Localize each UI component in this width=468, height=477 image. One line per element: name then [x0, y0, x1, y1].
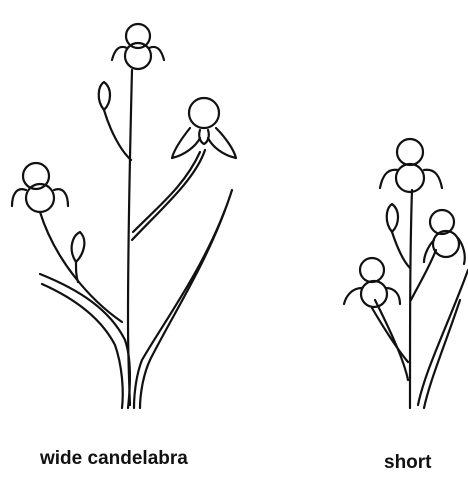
wide-candelabra-plant — [12, 24, 236, 408]
short-label: short — [384, 452, 432, 474]
short-leaves — [375, 270, 468, 408]
wide-left-bud-icon — [72, 232, 85, 262]
wide-leaves — [40, 190, 232, 408]
wide-main-stem — [128, 70, 132, 405]
wide-right-flower-icon — [172, 98, 236, 158]
short-bud-stem — [392, 232, 410, 268]
short-bud-icon — [387, 204, 398, 232]
short-left-flower-icon — [344, 258, 400, 307]
wide-left-bud-stem — [76, 262, 78, 282]
short-top-flower-icon — [380, 139, 442, 192]
wide-left-flower-icon — [12, 163, 68, 212]
wide-top-flower-icon — [112, 24, 164, 69]
wide-candelabra-label: wide candelabra — [40, 448, 188, 470]
short-right-flower-icon — [424, 210, 465, 264]
wide-upper-bud-icon — [99, 82, 110, 110]
short-left-branch — [372, 308, 408, 362]
wide-upper-bud-stem — [104, 110, 131, 160]
short-plant — [344, 139, 468, 408]
